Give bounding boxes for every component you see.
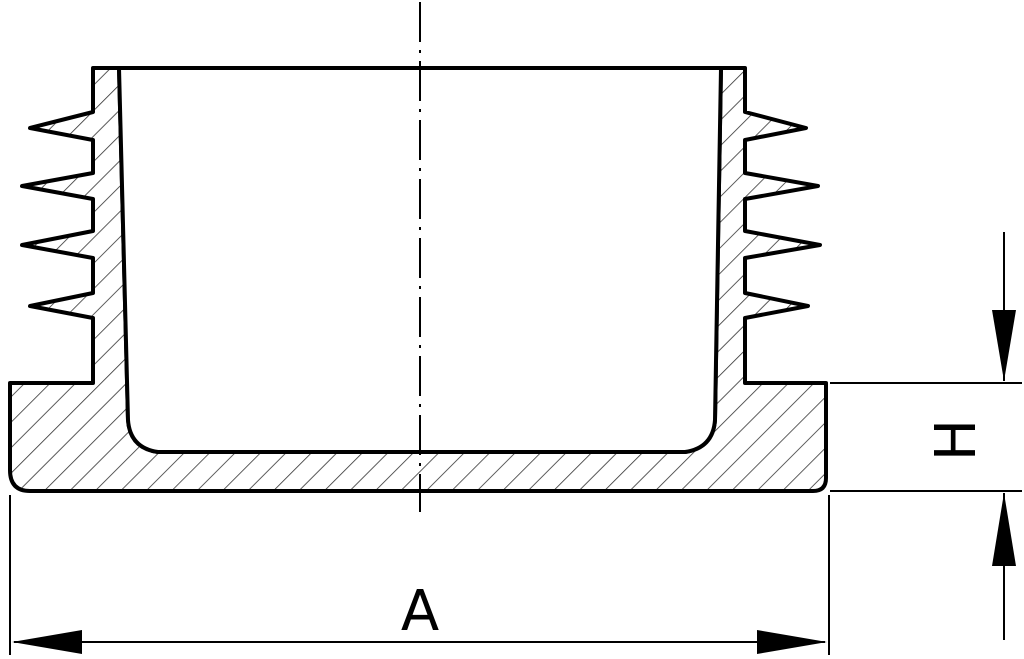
- dimension-h-label: H: [924, 419, 989, 461]
- plug-cross-section: [8, 66, 828, 493]
- dimension-h-arrow-bottom: [992, 493, 1016, 566]
- dimension-a-arrow-right: [757, 630, 827, 654]
- dimension-h: H: [830, 232, 1022, 640]
- dimension-h-arrow-top: [992, 310, 1016, 381]
- dimension-a-label: A: [401, 579, 439, 644]
- dimension-a: A: [9, 495, 830, 655]
- dimension-a-arrow-left: [12, 630, 82, 654]
